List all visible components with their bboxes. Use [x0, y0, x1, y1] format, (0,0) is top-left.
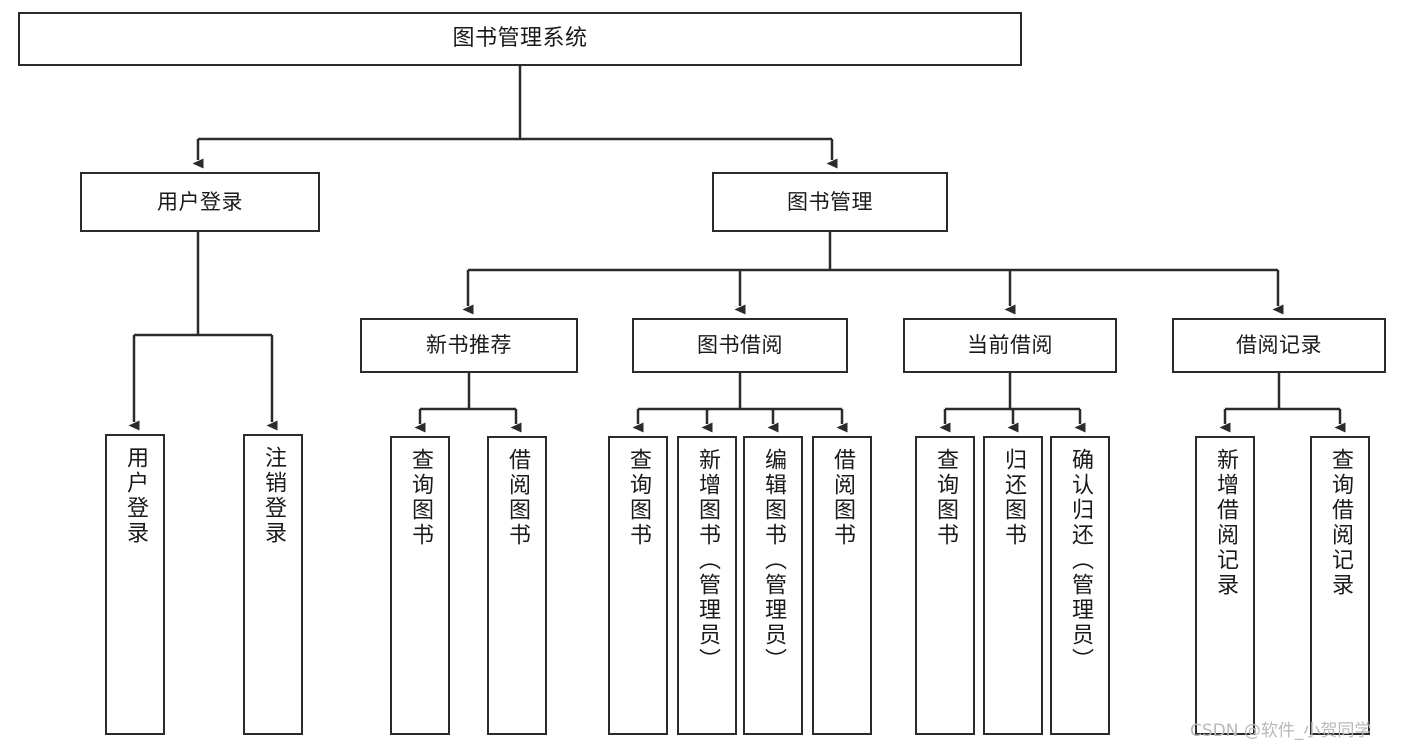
node-leaf-query-book-3[interactable]: 查询图书 [915, 436, 975, 735]
node-label: 借阅图书 [830, 448, 855, 548]
node-label: 编辑图书（管理员） [761, 448, 786, 673]
node-root-system[interactable]: 图书管理系统 [18, 12, 1022, 66]
node-leaf-query-record[interactable]: 查询借阅记录 [1310, 436, 1370, 735]
node-label: 查询借阅记录 [1328, 448, 1353, 598]
node-new-book-recommend[interactable]: 新书推荐 [360, 318, 578, 373]
node-label: 图书借阅 [697, 333, 783, 358]
node-label: 用户登录 [123, 446, 148, 546]
node-label: 图书管理 [787, 189, 873, 214]
node-borrow-record[interactable]: 借阅记录 [1172, 318, 1386, 373]
node-leaf-query-book-1[interactable]: 查询图书 [390, 436, 450, 735]
node-label: 新书推荐 [426, 333, 512, 358]
node-leaf-query-book-2[interactable]: 查询图书 [608, 436, 668, 735]
node-label: 用户登录 [157, 189, 243, 214]
node-label: 新增图书（管理员） [695, 448, 720, 673]
node-current-borrow[interactable]: 当前借阅 [903, 318, 1117, 373]
node-label: 借阅图书 [505, 448, 530, 548]
watermark-text: CSDN @软件_小贺同学 [1190, 721, 1372, 741]
node-leaf-borrow-book-2[interactable]: 借阅图书 [812, 436, 872, 735]
node-user-login[interactable]: 用户登录 [80, 172, 320, 232]
node-label: 图书管理系统 [452, 26, 588, 52]
node-label: 确认归还（管理员） [1068, 448, 1093, 673]
node-label: 新增借阅记录 [1213, 448, 1238, 598]
node-label: 当前借阅 [967, 333, 1053, 358]
node-label: 查询图书 [933, 448, 958, 548]
node-leaf-return-book[interactable]: 归还图书 [983, 436, 1043, 735]
node-label: 借阅记录 [1236, 333, 1322, 358]
node-leaf-confirm-return[interactable]: 确认归还（管理员） [1050, 436, 1110, 735]
node-book-manage[interactable]: 图书管理 [712, 172, 948, 232]
node-leaf-add-book[interactable]: 新增图书（管理员） [677, 436, 737, 735]
node-leaf-edit-book[interactable]: 编辑图书（管理员） [743, 436, 803, 735]
node-book-borrow[interactable]: 图书借阅 [632, 318, 848, 373]
node-leaf-borrow-book-1[interactable]: 借阅图书 [487, 436, 547, 735]
node-leaf-add-record[interactable]: 新增借阅记录 [1195, 436, 1255, 735]
node-label: 查询图书 [626, 448, 651, 548]
node-label: 归还图书 [1001, 448, 1026, 548]
node-label: 注销登录 [261, 446, 286, 546]
node-label: 查询图书 [408, 448, 433, 548]
node-leaf-user-login[interactable]: 用户登录 [105, 434, 165, 735]
node-leaf-logout[interactable]: 注销登录 [243, 434, 303, 735]
